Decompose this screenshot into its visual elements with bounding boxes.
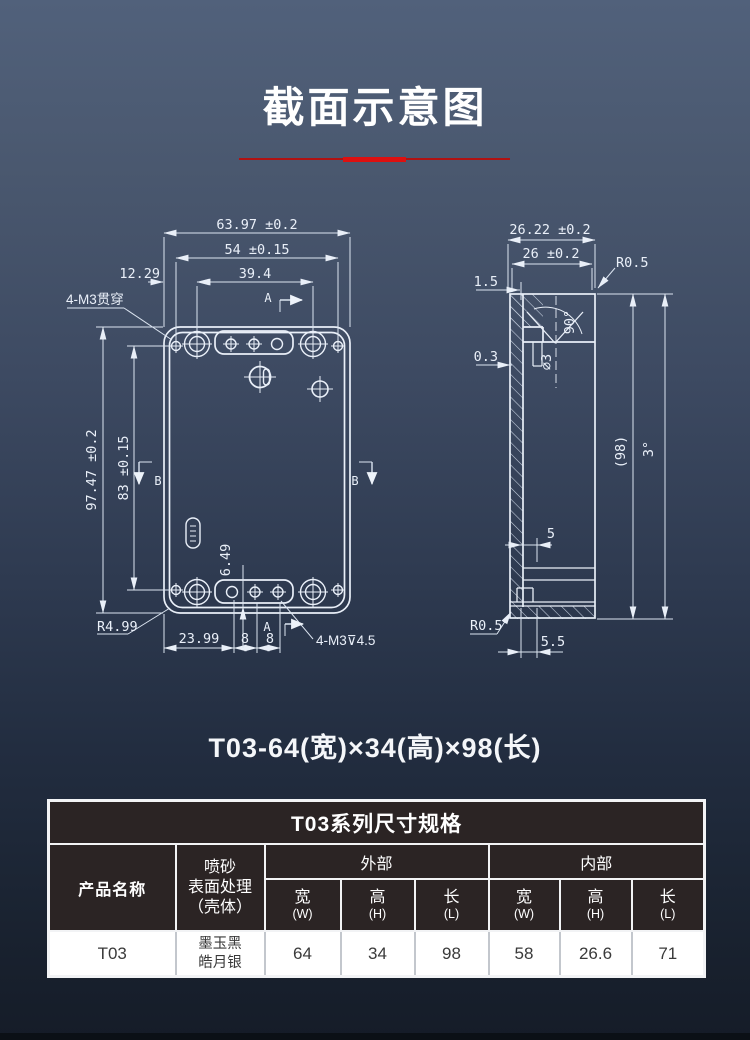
dim-side-step-top: 1.5 xyxy=(474,274,498,290)
cell-outer-length: 98 xyxy=(413,930,490,978)
dim-front-height-outer: 97.47 ±0.2 xyxy=(84,429,100,510)
dim-front-width-inner: 54 ±0.15 xyxy=(224,242,289,258)
dim-front-width-outer: 63.97 ±0.2 xyxy=(216,217,297,233)
label-front-thread-top: 4-M3贯穿 xyxy=(66,292,124,307)
front-view-slot-marking xyxy=(190,525,196,542)
table-title: T03系列尺寸规格 xyxy=(47,799,706,845)
marker-section-a-bottom: A xyxy=(263,620,271,634)
dim-front-hole-span: 39.4 xyxy=(239,266,272,282)
label-side-cone-angle: 90° xyxy=(562,310,578,334)
front-view-outline xyxy=(163,326,351,614)
front-view-holes xyxy=(169,329,345,607)
cell-outer-height: 34 xyxy=(339,930,416,978)
table-row: T03 墨玉黑 皓月银 64 34 98 58 26.6 71 xyxy=(47,930,706,978)
finish-value-line-1: 墨玉黑 xyxy=(198,935,242,952)
dim-side-step-bottom: 5 xyxy=(547,526,555,542)
finish-line-3: （壳体） xyxy=(187,898,252,916)
col-header-inner-height: 高(H) xyxy=(558,878,633,932)
dim-side-wall: 0.3 xyxy=(474,349,498,365)
marker-section-a-top: A xyxy=(264,291,272,305)
col-header-inner-length: 长(L) xyxy=(630,878,706,932)
marker-section-b-right: B xyxy=(351,474,358,488)
cell-inner-length: 71 xyxy=(630,930,706,978)
dim-front-pitch-2: 8 xyxy=(266,631,274,647)
bottom-strip xyxy=(0,1033,750,1040)
col-header-outer-height: 高(H) xyxy=(339,878,416,932)
label-side-hole-dia: ∅3 xyxy=(539,354,555,370)
divider-thick-segment xyxy=(343,157,406,162)
finish-line-2: 表面处理 xyxy=(187,878,252,896)
dim-side-width-outer: 26.22 ±0.2 xyxy=(509,222,590,238)
group-header-outer: 外部 xyxy=(263,843,490,880)
dim-front-slot: 6.49 xyxy=(218,544,234,577)
dim-front-bottom-offset: 23.99 xyxy=(179,631,220,647)
front-view-dimensions xyxy=(67,229,378,653)
spec-table: T03系列尺寸规格 产品名称 喷砂 表面处理 （壳体） 外部 内部 宽(W) 高… xyxy=(47,799,707,978)
section-drawing: 63.97 ±0.2 54 ±0.15 39.4 12.29 4-M3贯穿 97… xyxy=(66,217,673,658)
dim-side-length-ref: (98) xyxy=(613,436,629,469)
col-header-inner-width: 宽(W) xyxy=(487,878,561,932)
label-side-radius-top: R0.5 xyxy=(616,255,649,271)
label-side-radius-bottom: R0.5 xyxy=(470,618,503,634)
col-header-outer-length: 长(L) xyxy=(413,878,490,932)
dim-front-pitch-1: 8 xyxy=(241,631,249,647)
cell-inner-width: 58 xyxy=(487,930,561,978)
dim-front-corner-radius: R4.99 xyxy=(97,619,138,635)
cell-product-name: T03 xyxy=(47,930,177,978)
red-divider xyxy=(239,157,510,163)
cell-outer-width: 64 xyxy=(263,930,342,978)
product-size-label: T03-64(宽)×34(高)×98(长) xyxy=(208,733,542,763)
dim-front-height-inner: 83 ±0.15 xyxy=(116,435,132,500)
side-view-outline xyxy=(509,293,596,619)
side-view-hatch xyxy=(510,294,595,619)
cell-inner-height: 26.6 xyxy=(558,930,633,978)
label-front-thread-bottom: 4-M3⊽4.5 xyxy=(316,633,375,648)
dim-side-draft-angle: 3° xyxy=(641,441,657,457)
side-view-dimensions xyxy=(470,236,673,658)
dim-side-width-inner: 26 ±0.2 xyxy=(523,246,580,262)
col-header-product-name: 产品名称 xyxy=(47,843,177,932)
cell-finish: 墨玉黑 皓月银 xyxy=(174,930,266,978)
marker-section-b-left: B xyxy=(154,474,161,488)
finish-line-1: 喷砂 xyxy=(203,858,236,876)
dim-front-edge-offset: 12.29 xyxy=(119,266,160,282)
dim-side-bottom-width: 5.5 xyxy=(541,634,565,650)
col-header-outer-width: 宽(W) xyxy=(263,878,342,932)
page-title: 截面示意图 xyxy=(262,84,488,131)
front-view: 63.97 ±0.2 54 ±0.15 39.4 12.29 4-M3贯穿 97… xyxy=(66,217,378,653)
group-header-inner: 内部 xyxy=(487,843,706,880)
side-view: 26.22 ±0.2 26 ±0.2 R0.5 1.5 0.3 ∅3 90° (… xyxy=(470,222,673,658)
finish-value-line-2: 皓月银 xyxy=(198,954,242,971)
col-header-surface-finish: 喷砂 表面处理 （壳体） xyxy=(174,843,266,932)
